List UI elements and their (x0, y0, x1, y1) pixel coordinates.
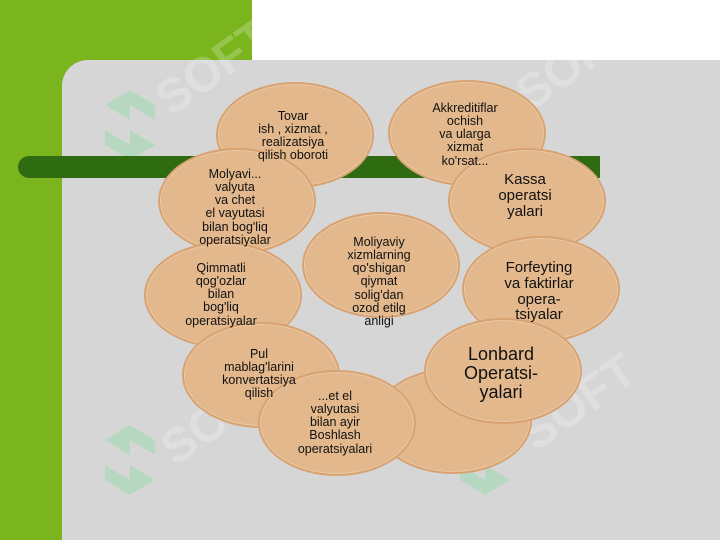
label-tovar: Tovar ish , xizmat , realizatsiya qilish… (257, 109, 329, 163)
label-qimmatli: Qimmatli qog'ozlar bilan bog'liq operats… (185, 261, 257, 328)
ellipse-center (302, 212, 460, 318)
label-kassa: Kassa operatsi yalari (498, 171, 552, 220)
watermark-logo-icon (105, 90, 155, 160)
label-chet-el: ...et el valyutasi bilan ayir Boshlash o… (297, 389, 373, 456)
label-center: Moliyaviy xizmlarning qo'shigan qiymat s… (347, 235, 411, 328)
ellipse-chet-el (258, 370, 416, 476)
label-pul: Pul mablag'larini konvertatsiya qilish (222, 347, 296, 401)
ellipse-molyaviy-valyuta (158, 148, 316, 254)
watermark-logo-icon (105, 425, 155, 495)
label-akkreditiflar: Akkreditiflar ochish va ularga xizmat ko… (432, 101, 498, 168)
label-forfeyting: Forfeyting va faktirlar opera- tsiyalar (504, 259, 574, 324)
ellipse-lonbard (424, 318, 582, 424)
label-molyaviy-valyuta: Molyavi... valyuta va chet el vayutasi b… (199, 167, 271, 247)
ellipse-kassa (448, 148, 606, 254)
label-lonbard: Lonbard Operatsi- yalari (463, 344, 539, 402)
